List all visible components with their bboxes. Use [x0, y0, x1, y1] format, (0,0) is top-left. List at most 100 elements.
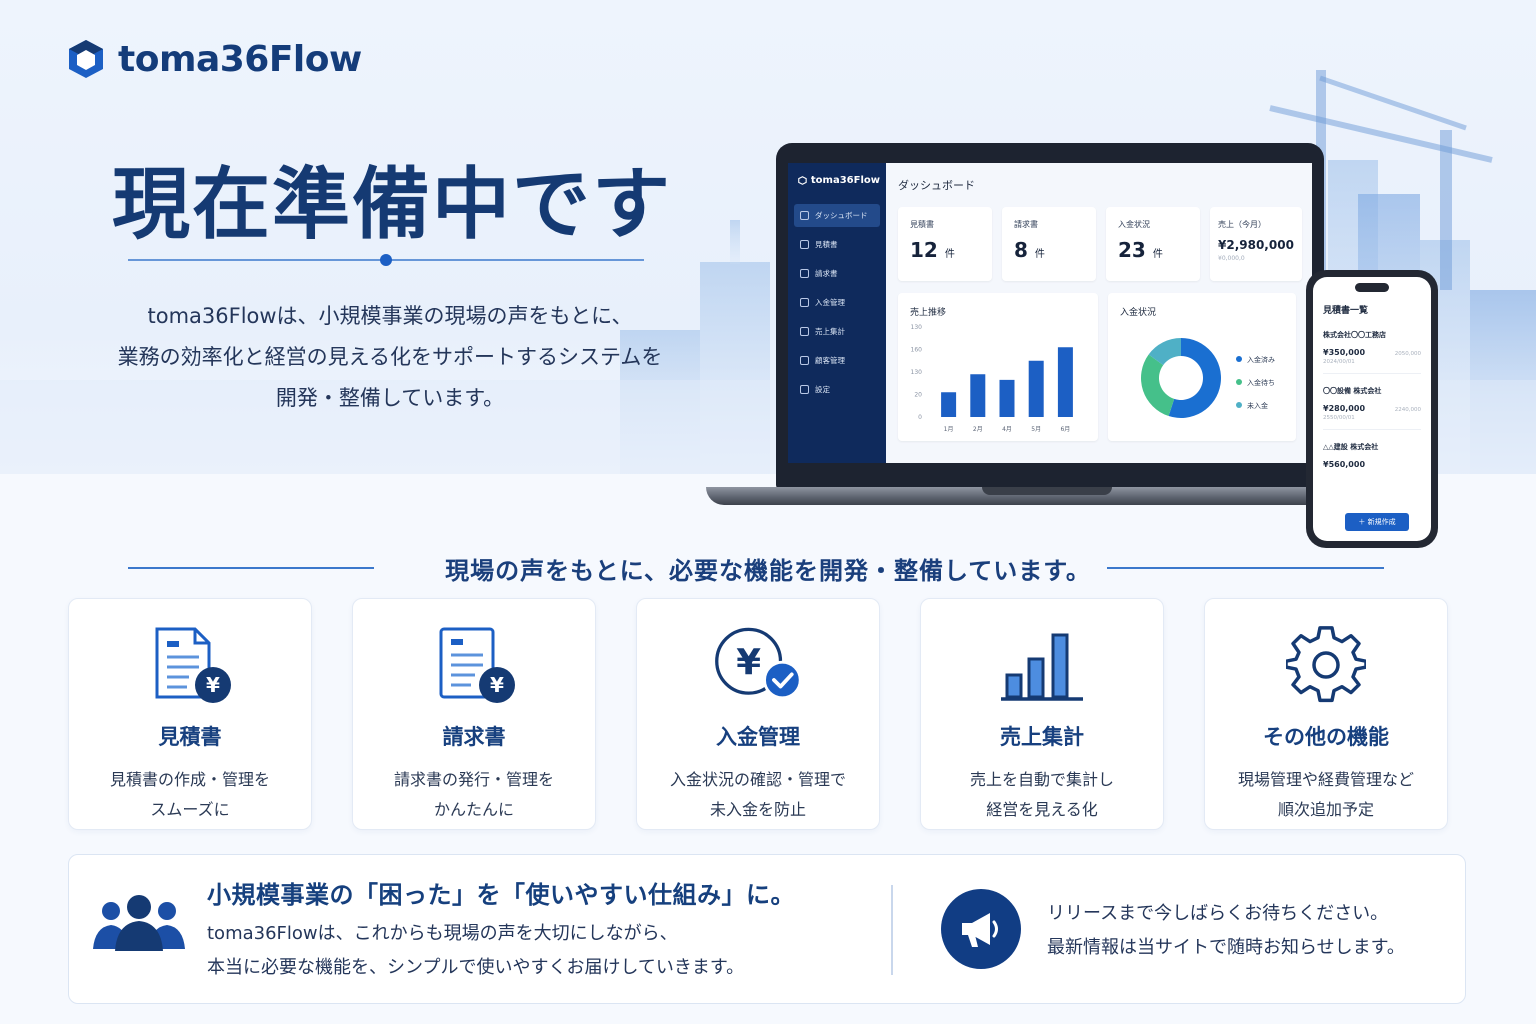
- quote-amount: ¥350,000: [1323, 348, 1366, 357]
- feature-card-invoices[interactable]: ¥ 請求書 請求書の発行・管理をかんたんに: [352, 598, 596, 830]
- feature-title: 見積書: [158, 725, 222, 749]
- y-tick-label: 130: [911, 369, 923, 376]
- sidebar-item-customers[interactable]: 顧客管理: [794, 349, 880, 372]
- quote-customer: 株式会社〇〇工務店: [1323, 331, 1386, 339]
- y-tick-label: 0: [918, 414, 922, 421]
- card-label: 入金状況: [1118, 220, 1150, 229]
- bottom-banner: 小規模事業の「困った」を「使いやすい仕組み」に。 toma36Flowは、これか…: [68, 854, 1466, 1004]
- summary-card-invoices[interactable]: 請求書 8 件: [1002, 207, 1096, 281]
- svg-text:¥: ¥: [490, 673, 504, 697]
- hexagon-logo-icon: [69, 40, 103, 78]
- card-label: 請求書: [1014, 220, 1038, 229]
- legend-item: 入金待ち: [1236, 372, 1275, 395]
- x-tick-label: 1月: [944, 426, 954, 433]
- feature-card-payments[interactable]: ¥ 入金管理 入金状況の確認・管理で未入金を防止: [636, 598, 880, 830]
- feature-desc-line: 順次追加予定: [1277, 800, 1374, 819]
- sidebar-item-dashboard[interactable]: ダッシュボード: [794, 204, 880, 227]
- dashboard-icon: [800, 211, 809, 220]
- sidebar-item-invoices[interactable]: 請求書: [794, 262, 880, 285]
- estimate-icon: ¥: [145, 623, 235, 707]
- quote-date: 2024/00/01: [1323, 359, 1355, 365]
- card-unit: 件: [1152, 249, 1163, 260]
- feature-description: 売上を自動で集計し経営を見える化: [970, 765, 1114, 825]
- bar: [970, 374, 986, 417]
- users-icon: [800, 356, 809, 365]
- banner-desc-line: 本当に必要な機能を、シンプルで使いやすくお届けしていきます。: [207, 957, 745, 978]
- card-number: 8: [1014, 238, 1028, 262]
- summary-card-estimates[interactable]: 見積書 12 件: [898, 207, 992, 281]
- donut-legend: 入金済み 入金待ち 未入金: [1236, 349, 1275, 418]
- dashboard-title: ダッシュボード: [898, 179, 975, 192]
- features-heading: 現場の声をもとに、必要な機能を開発・整備しています。: [0, 550, 1536, 586]
- card-label: 見積書: [910, 220, 934, 229]
- card-unit: 件: [1034, 249, 1045, 260]
- feature-card-other[interactable]: その他の機能 現場管理や経費管理など順次追加予定: [1204, 598, 1448, 830]
- x-tick-label: 6月: [1060, 426, 1070, 433]
- sidebar-item-label: 売上集計: [815, 327, 845, 336]
- card-value: 8 件: [1014, 238, 1084, 262]
- sidebar-item-label: 入金管理: [815, 298, 845, 307]
- feature-desc-line: 請求書の発行・管理を: [393, 770, 554, 789]
- users-group-icon: [93, 895, 185, 951]
- sidebar-item-settings[interactable]: 設定: [794, 378, 880, 401]
- card-label: 売上（今月）: [1218, 220, 1266, 229]
- yen-check-icon: ¥: [713, 623, 803, 707]
- list-item[interactable]: △△建設 株式会社 ¥560,000: [1323, 442, 1421, 477]
- document-icon: [800, 240, 809, 249]
- payment-donut-chart: [1141, 338, 1221, 418]
- release-notice-line: リリースまで今しばらくお待ちください。: [1047, 903, 1389, 924]
- quote-amount: ¥280,000: [1323, 404, 1366, 413]
- card-value: 23 件: [1118, 238, 1188, 262]
- sidebar-item-estimates[interactable]: 見積書: [794, 233, 880, 256]
- feature-desc-line: 未入金を防止: [709, 800, 806, 819]
- panel-title: 入金状況: [1120, 308, 1157, 318]
- heading-line-right: [1102, 567, 1384, 569]
- bar-chart-icon: [997, 623, 1087, 707]
- release-notice: リリースまで今しばらくお待ちください。 最新情報は当サイトで随時お知らせします。: [1047, 897, 1405, 965]
- summary-cards: 見積書 12 件 請求書 8 件 入金状況 23 件 売上（今月） ¥2,980…: [898, 207, 1302, 281]
- donut-slice: [1141, 354, 1175, 417]
- y-tick-label: 20: [914, 392, 922, 399]
- feature-title: 売上集計: [1000, 725, 1084, 749]
- y-tick-label: 160: [911, 347, 923, 354]
- banner-title: 小規模事業の「困った」を「使いやすい仕組み」に。: [207, 881, 795, 909]
- gear-icon: [1281, 623, 1371, 707]
- feature-description: 入金状況の確認・管理で未入金を防止: [670, 765, 846, 825]
- quote-subamount: 2240,000: [1394, 407, 1421, 413]
- sidebar-logo[interactable]: toma36Flow: [798, 175, 880, 186]
- invoice-icon: ¥: [429, 623, 519, 707]
- feature-card-estimates[interactable]: ¥ 見積書 見積書の作成・管理をスムーズに: [68, 598, 312, 830]
- summary-card-payments[interactable]: 入金状況 23 件: [1106, 207, 1200, 281]
- laptop-mockup: toma36Flow ダッシュボード 見積書 請求書 入金管理 売上集計 顧客管…: [776, 143, 1324, 489]
- feature-card-sales[interactable]: 売上集計 売上を自動で集計し経営を見える化: [920, 598, 1164, 830]
- bar: [1057, 347, 1073, 417]
- card-subvalue: ¥0,000,0: [1218, 255, 1245, 262]
- bar: [1028, 360, 1044, 417]
- sidebar-item-label: 顧客管理: [815, 356, 845, 365]
- feature-title: 入金管理: [716, 725, 800, 749]
- card-value: ¥2,980,000: [1218, 238, 1294, 252]
- feature-cards: ¥ 見積書 見積書の作成・管理をスムーズに ¥ 請求書 請求書の発行・管理をかん…: [68, 598, 1448, 830]
- quote-customer: 〇〇設備 株式会社: [1323, 387, 1382, 395]
- feature-desc-line: 見積書の作成・管理を: [109, 770, 270, 789]
- payment-status-panel: 入金状況 入金済み 入金待ち 未入金: [1108, 293, 1296, 441]
- summary-card-sales[interactable]: 売上（今月） ¥2,980,000 ¥0,000,0: [1210, 207, 1302, 281]
- sidebar-item-sales[interactable]: 売上集計: [794, 320, 880, 343]
- new-quote-button[interactable]: ＋ 新規作成: [1345, 513, 1409, 531]
- feature-desc-line: 経営を見える化: [986, 800, 1098, 819]
- x-tick-label: 4月: [1002, 426, 1012, 433]
- legend-label: 入金済み: [1247, 356, 1275, 364]
- laptop-screen: toma36Flow ダッシュボード 見積書 請求書 入金管理 売上集計 顧客管…: [788, 163, 1312, 463]
- app-sidebar: toma36Flow ダッシュボード 見積書 請求書 入金管理 売上集計 顧客管…: [788, 163, 886, 463]
- card-number: 23: [1118, 238, 1146, 262]
- hero-description: toma36Flowは、小規模事業の現場の声をもとに、 業務の効率化と経営の見え…: [70, 296, 710, 419]
- feature-title: 請求書: [442, 725, 506, 749]
- sidebar-item-payments[interactable]: 入金管理: [794, 291, 880, 314]
- quote-customer: △△建設 株式会社: [1323, 443, 1379, 451]
- laptop-base: [706, 487, 1396, 505]
- brand-logo[interactable]: toma36Flow: [66, 38, 362, 80]
